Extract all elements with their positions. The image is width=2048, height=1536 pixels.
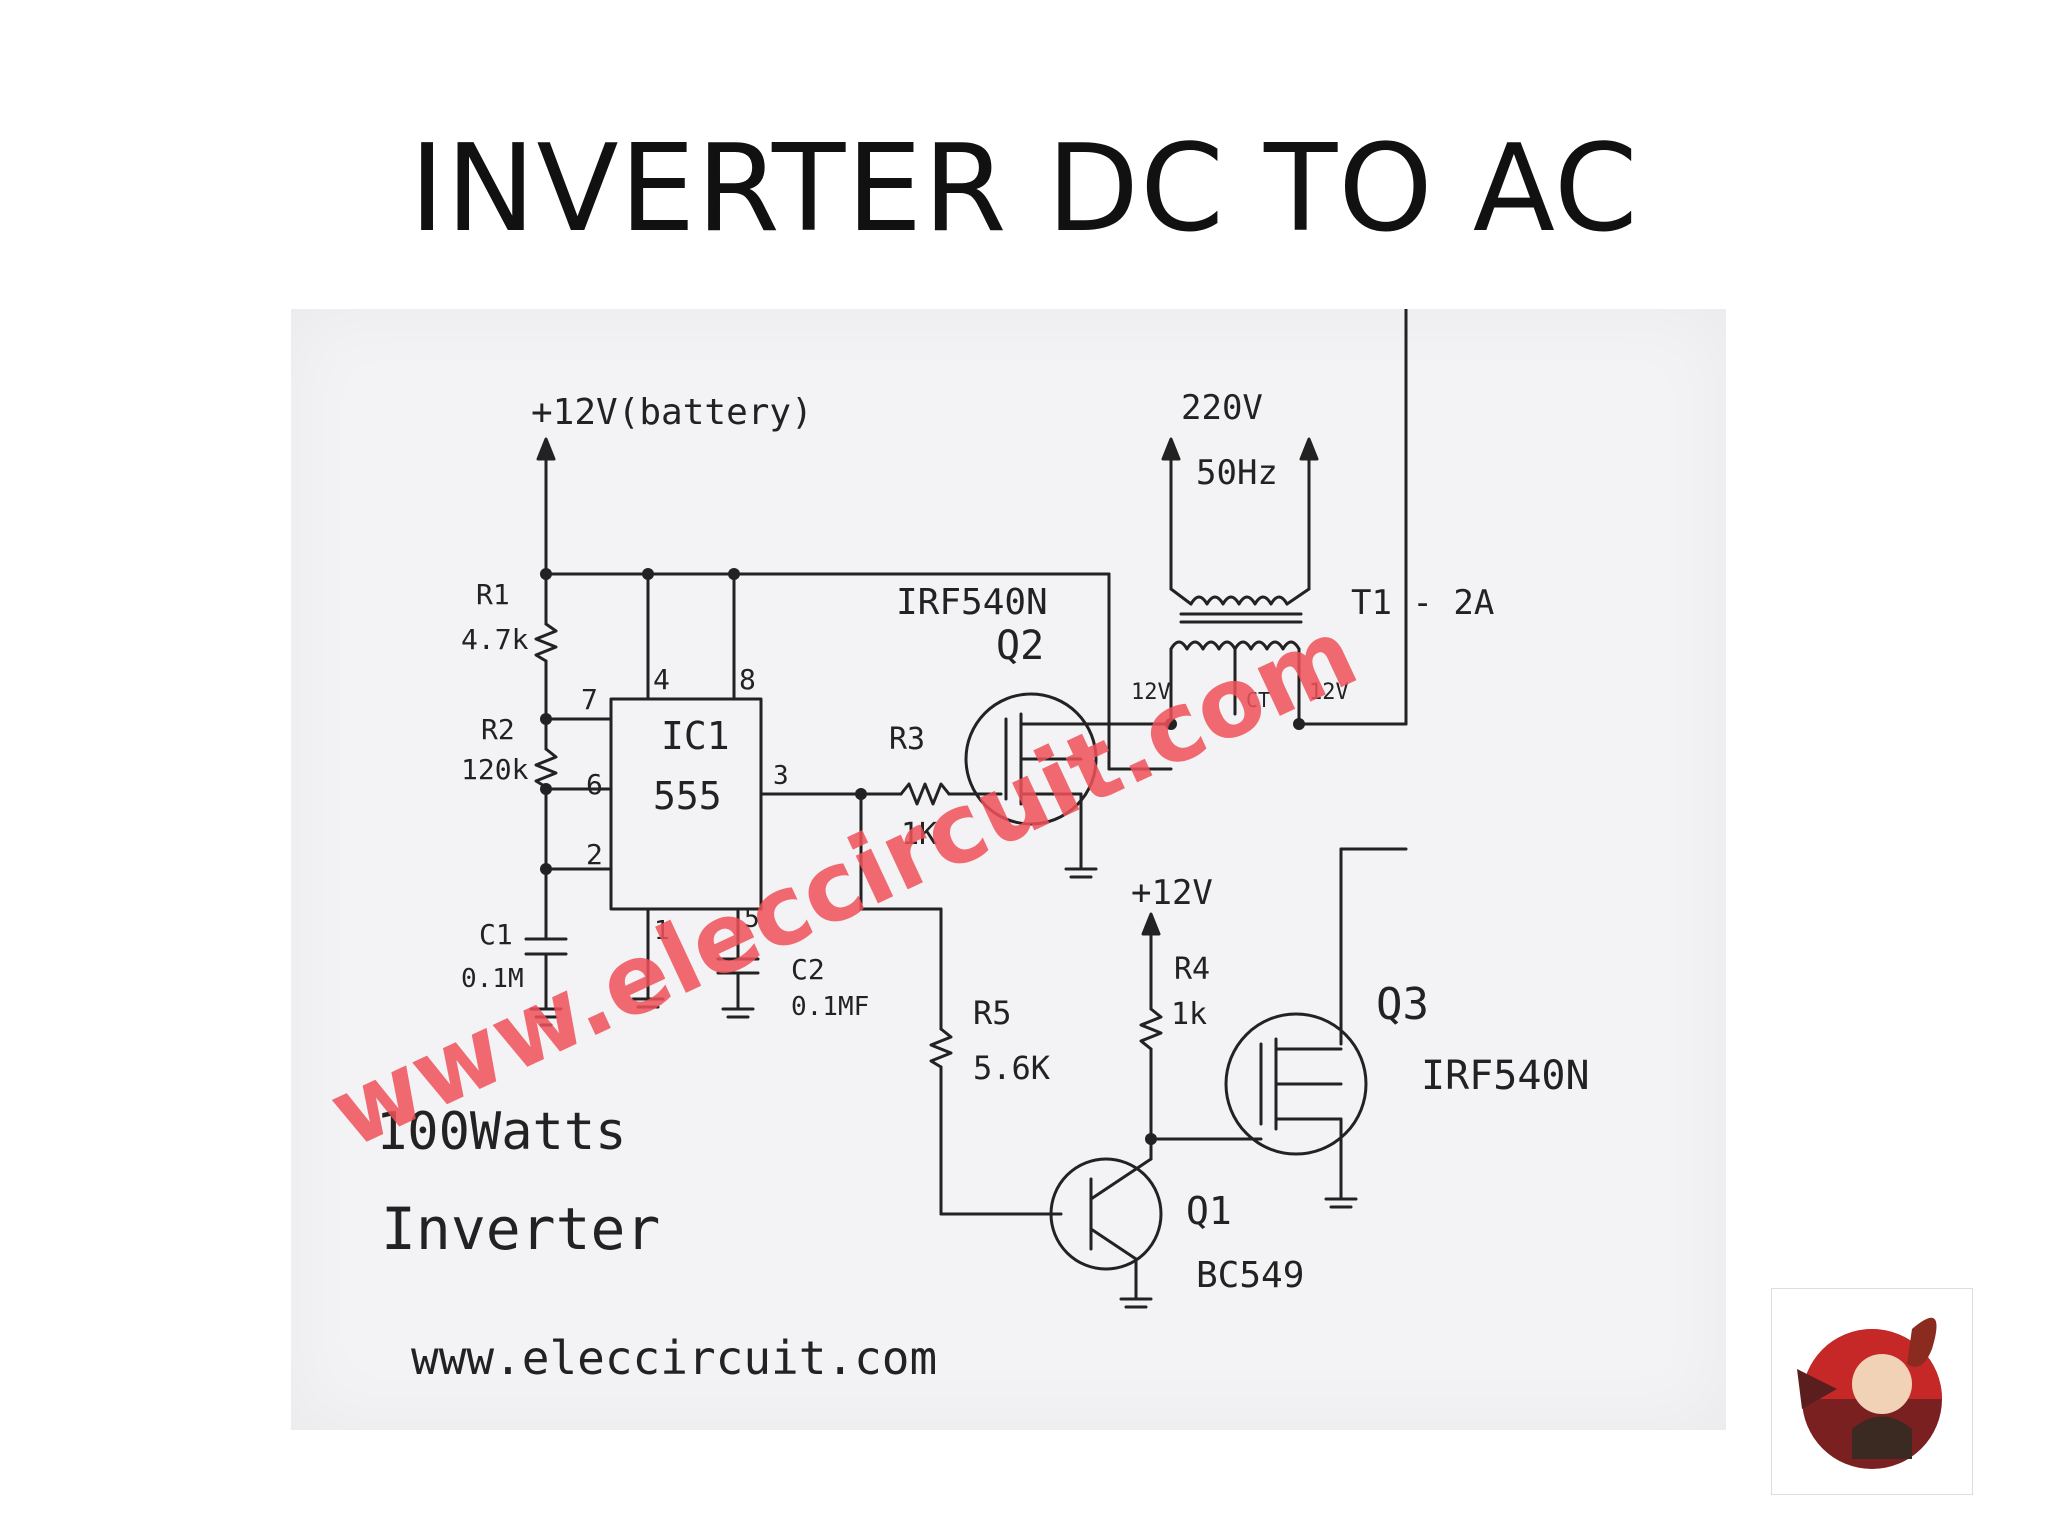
- pin-7-label: 7: [581, 683, 598, 716]
- watermark-text: www.eleccircuit.com: [313, 596, 1373, 1170]
- c2-name: C2: [791, 953, 825, 986]
- q1-part: BC549: [1196, 1255, 1304, 1296]
- r4-name: R4: [1174, 952, 1210, 987]
- r5-value: 5.6K: [973, 1049, 1051, 1087]
- inverter-schematic: +12V(battery) 220V 50Hz T1 - 2A 12V CT 1…: [313, 309, 1590, 1385]
- r2-value: 120k: [461, 753, 529, 786]
- r1-name: R1: [476, 578, 510, 611]
- pin-6-label: 6: [586, 768, 603, 801]
- pin-3-label: 3: [773, 761, 789, 791]
- caption-url: www.eleccircuit.com: [411, 1331, 937, 1385]
- q3-name: Q3: [1376, 979, 1429, 1030]
- transformer-label: T1 - 2A: [1351, 583, 1494, 623]
- r4-value: 1k: [1171, 997, 1207, 1032]
- q3-part: IRF540N: [1421, 1053, 1590, 1099]
- r3-value: 1K: [901, 817, 937, 852]
- q1-name: Q1: [1186, 1189, 1232, 1233]
- c1-value: 0.1M: [461, 964, 524, 994]
- output-voltage-label: 220V: [1181, 388, 1263, 428]
- tap-center-label: CT: [1246, 688, 1270, 712]
- ic-part: 555: [653, 774, 722, 818]
- vcc2-label: +12V: [1131, 873, 1213, 913]
- q2-name: Q2: [996, 623, 1044, 669]
- r2-name: R2: [481, 713, 515, 746]
- tap-right-label: 12V: [1309, 680, 1349, 705]
- pin-8-label: 8: [739, 663, 756, 696]
- c2-value: 0.1MF: [791, 992, 869, 1022]
- pin-4-label: 4: [653, 663, 670, 696]
- caption-power: 100Watts: [376, 1102, 626, 1162]
- caption-inverter: Inverter: [381, 1195, 660, 1263]
- pin-5-label: 5: [744, 904, 760, 934]
- schematic-photo: +12V(battery) 220V 50Hz T1 - 2A 12V CT 1…: [291, 309, 1726, 1430]
- ic-name: IC1: [661, 714, 730, 758]
- q2-part: IRF540N: [896, 582, 1048, 623]
- logo-icon: [1797, 1317, 1942, 1469]
- r3-name: R3: [889, 722, 925, 757]
- slide-title: INVERTER DC TO AC: [409, 120, 1639, 259]
- supply-label: +12V(battery): [531, 392, 813, 433]
- pin-1-label: 1: [654, 916, 670, 946]
- c1-name: C1: [479, 918, 513, 951]
- r1-value: 4.7k: [461, 623, 529, 656]
- pin-2-label: 2: [586, 838, 603, 871]
- output-frequency-label: 50Hz: [1196, 453, 1278, 493]
- logo: [1771, 1288, 1973, 1495]
- tap-left-label: 12V: [1131, 680, 1171, 705]
- r5-name: R5: [973, 994, 1012, 1032]
